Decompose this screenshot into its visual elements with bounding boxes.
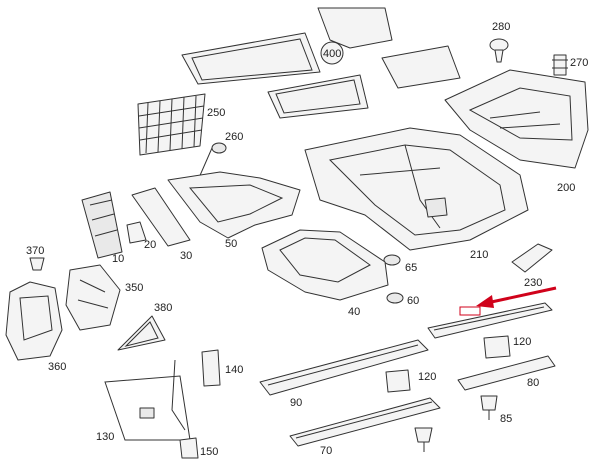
label-270: 270 — [570, 57, 588, 69]
label-280: 280 — [492, 21, 510, 33]
label-120-b: 120 — [513, 336, 531, 348]
label-200: 200 — [557, 182, 575, 194]
label-40: 40 — [348, 306, 360, 318]
part-400-floor-mats[interactable] — [181, 7, 461, 119]
part-270-clip[interactable] — [552, 54, 568, 76]
label-230: 230 — [524, 277, 542, 289]
label-350: 350 — [125, 282, 143, 294]
label-85: 85 — [500, 413, 512, 425]
part-200-rear-carpet[interactable] — [444, 69, 589, 169]
label-260: 260 — [225, 131, 243, 143]
label-400: 400 — [323, 48, 341, 60]
label-50: 50 — [225, 238, 237, 250]
part-250-cargo-net[interactable] — [137, 93, 206, 156]
label-370: 370 — [26, 245, 44, 257]
push-pin-icon — [414, 427, 433, 452]
part-80-sill-trim[interactable] — [427, 302, 556, 391]
part-20-bracket[interactable] — [126, 221, 147, 244]
part-120-clip-a[interactable] — [385, 369, 411, 393]
label-120-a: 120 — [418, 371, 436, 383]
part-120-clip-b[interactable] — [483, 335, 511, 359]
label-380: 380 — [154, 302, 172, 314]
part-380-cover[interactable] — [117, 315, 166, 351]
label-80: 80 — [527, 377, 539, 389]
label-360: 360 — [48, 361, 66, 373]
label-250: 250 — [207, 107, 225, 119]
part-60-grommet[interactable] — [386, 292, 404, 304]
part-90-door-sill[interactable] — [259, 339, 429, 396]
part-230-strap[interactable] — [511, 243, 553, 273]
label-150: 150 — [200, 446, 218, 458]
part-350-bracket[interactable] — [65, 264, 121, 331]
part-260-clip[interactable] — [197, 142, 227, 181]
part-360-side-trim[interactable] — [5, 281, 63, 361]
part-50-trunk-trim[interactable] — [167, 171, 301, 239]
part-140-bracket[interactable] — [201, 349, 221, 387]
part-10-side-panel[interactable] — [81, 191, 123, 259]
part-370-clip[interactable] — [29, 257, 45, 271]
label-60: 60 — [407, 295, 419, 307]
label-90: 90 — [290, 397, 302, 409]
part-85-push-pin[interactable] — [480, 395, 498, 420]
label-70: 70 — [320, 445, 332, 457]
part-130-liner[interactable] — [104, 359, 191, 441]
label-210: 210 — [470, 249, 488, 261]
part-70-lower-sill[interactable] — [289, 397, 441, 447]
highlight-marker — [459, 286, 557, 316]
part-40-footwell-cover[interactable] — [261, 229, 389, 301]
label-65: 65 — [405, 262, 417, 274]
part-210-floor-carpet[interactable] — [304, 127, 529, 251]
label-140: 140 — [225, 364, 243, 376]
part-150-connector[interactable] — [179, 437, 199, 459]
part-280-push-pin[interactable] — [489, 38, 509, 63]
part-30-panel[interactable] — [131, 187, 191, 247]
label-30: 30 — [180, 250, 192, 262]
label-130: 130 — [96, 431, 114, 443]
label-10: 10 — [112, 253, 124, 265]
label-20: 20 — [144, 239, 156, 251]
part-65-grommet[interactable] — [383, 254, 401, 266]
